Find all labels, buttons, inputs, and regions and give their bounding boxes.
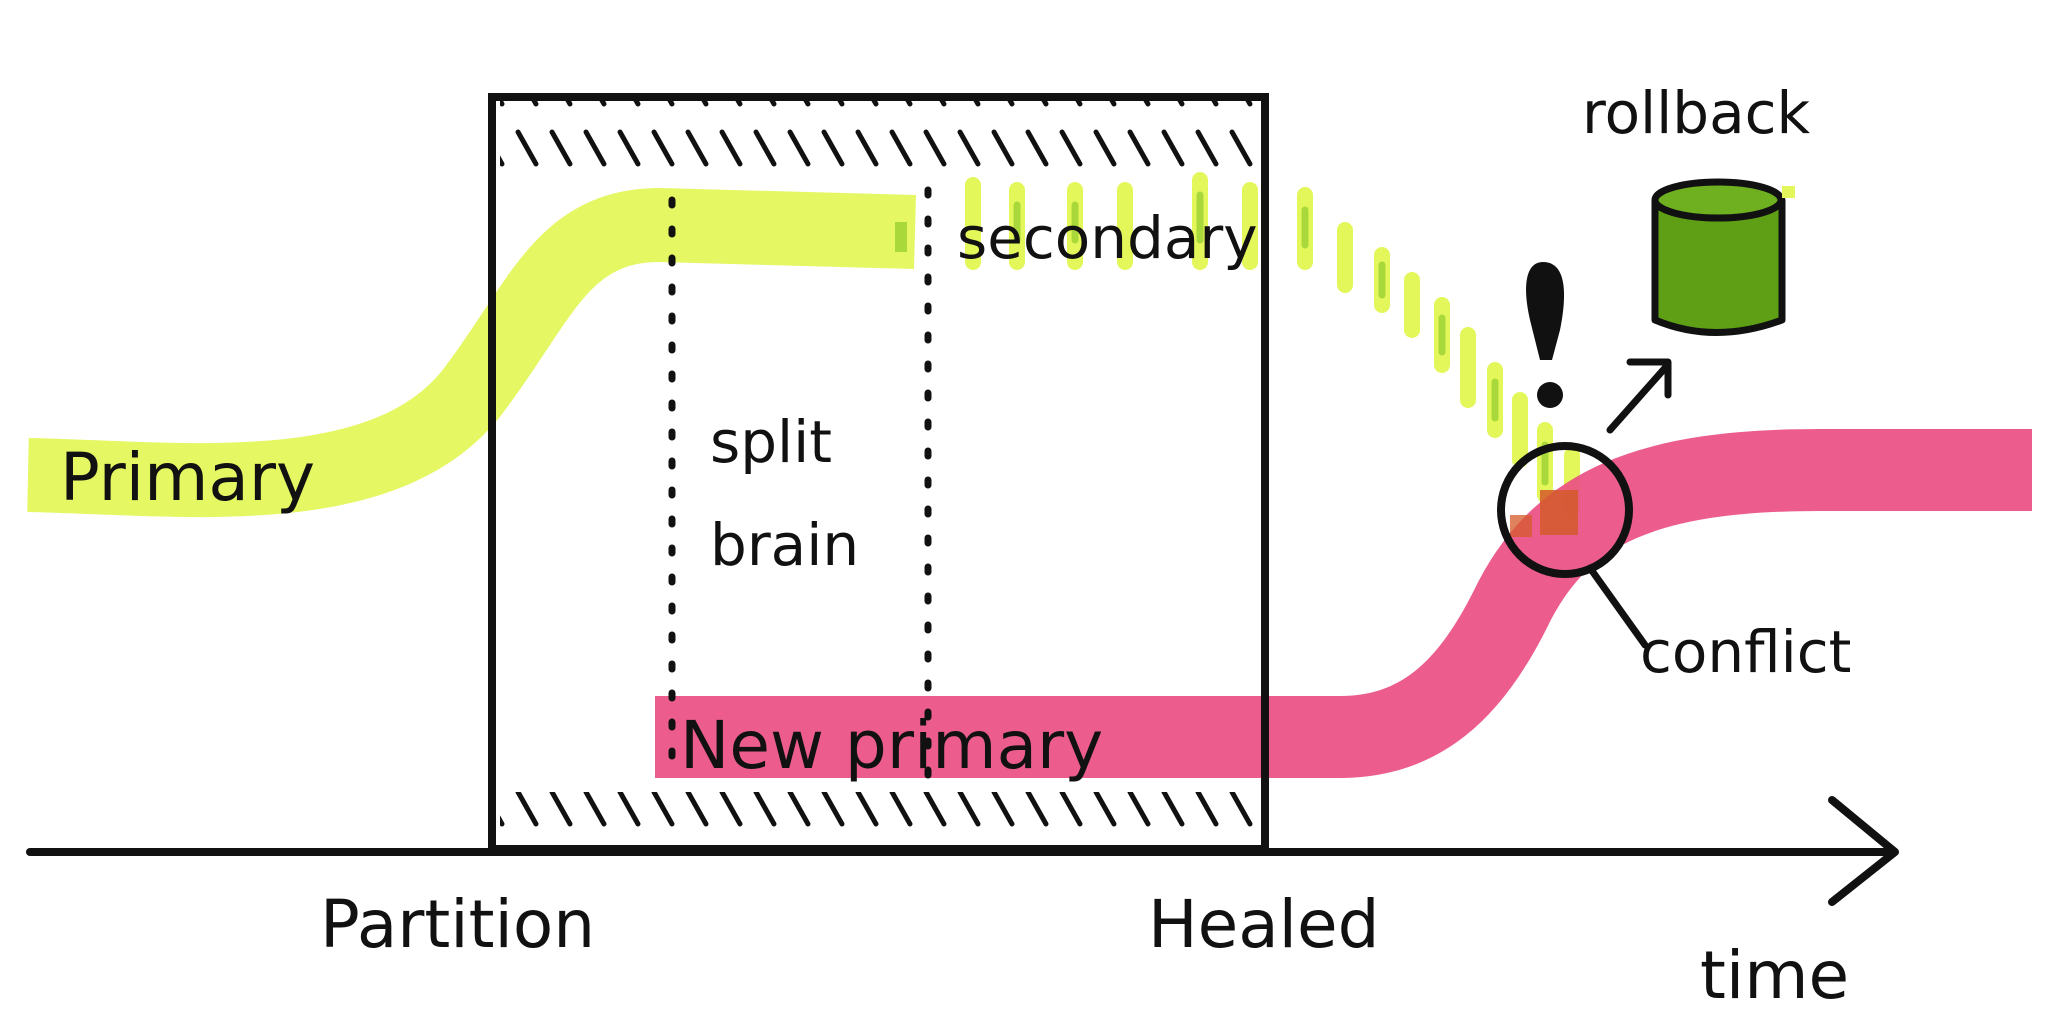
conflict-circle: [1497, 442, 1633, 578]
partition-label: Partition: [320, 886, 595, 963]
primary-label: Primary: [60, 439, 315, 516]
conflict-overlap: [1540, 490, 1578, 535]
rollback-arrow-shaft: [1606, 364, 1669, 434]
healed-label: Healed: [1148, 886, 1380, 963]
conflict-label: conflict: [1640, 618, 1851, 686]
rollback-label: rollback: [1582, 79, 1811, 147]
time-axis-arrowhead: [1828, 796, 1899, 906]
rollback-arrow-head: [1626, 358, 1672, 399]
rollback-cylinder-icon: [1651, 178, 1795, 336]
exclamation-dot: [1537, 382, 1563, 408]
split-brain-label-line1: split: [710, 408, 832, 476]
split-brain-label-line2: brain: [710, 511, 859, 579]
exclamation-stroke: [1526, 262, 1565, 360]
partition-box-bottom-hatch: [500, 792, 1257, 852]
conflict-overlap-2: [1510, 515, 1532, 537]
conflict-pointer-line: [1586, 564, 1649, 649]
secondary-dash-cores: [1013, 191, 1549, 486]
time-label: time: [1700, 937, 1849, 1014]
primary-band: [27, 187, 917, 518]
secondary-label: secondary: [957, 204, 1258, 272]
new-primary-label: New primary: [680, 707, 1103, 784]
partition-box-top-hatch: [500, 101, 1257, 171]
new-primary-band: [655, 429, 2032, 778]
